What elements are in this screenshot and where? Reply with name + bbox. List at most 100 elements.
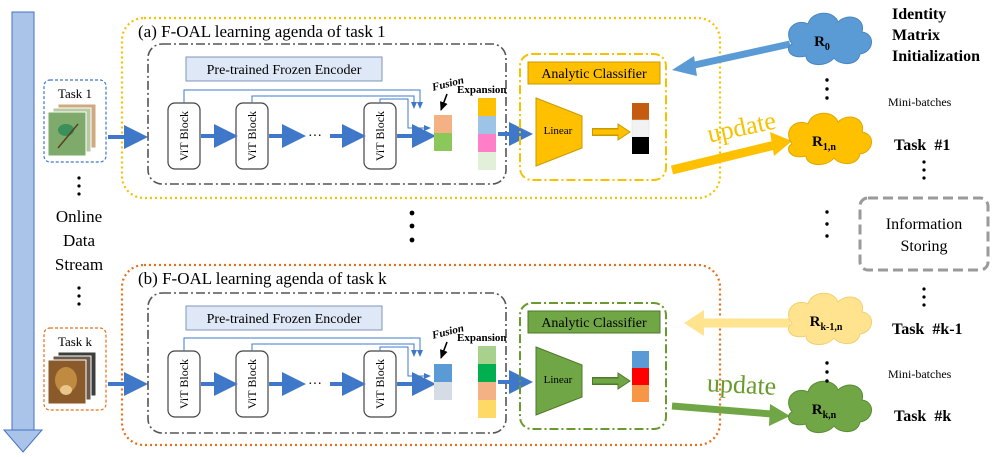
skip-connections-a xyxy=(183,89,431,131)
vit-block-a-3: ViT Block xyxy=(363,102,397,170)
expansion-b-label: Expansion xyxy=(457,332,507,344)
vit-block-b-2-label: ViT Block xyxy=(245,359,259,409)
expansion-a-vector xyxy=(478,98,496,170)
encoder-a-label-box xyxy=(185,56,383,82)
panel-a-frame xyxy=(120,16,722,200)
stream-label-line3: Stream xyxy=(55,255,103,274)
vit-a-ellipsis: ··· xyxy=(308,129,322,144)
stream-label-line1: Online xyxy=(56,207,102,226)
panel-a-title: (a) F-OAL learning agenda of task 1 xyxy=(138,22,386,41)
r0-to-classifier-a-arrowhead xyxy=(672,56,697,76)
vit-block-b-3: ViT Block xyxy=(363,350,397,418)
cloud-r0: R0 xyxy=(788,12,872,65)
encoder-a-label: Pre-trained Frozen Encoder xyxy=(207,63,362,78)
classifier-a-label-box xyxy=(527,61,661,85)
skip-connections-b xyxy=(183,337,431,379)
fusion-a-arrow xyxy=(440,93,448,111)
fusion-b-vector xyxy=(434,364,452,400)
classifier-b-frame xyxy=(519,302,667,430)
panel-b-to-rkn-arrow xyxy=(671,402,773,418)
information-storing-line2: Storing xyxy=(900,238,947,255)
task-k-label: Task k xyxy=(58,334,93,349)
fusion-a-vector xyxy=(434,115,452,151)
task-1-images xyxy=(47,103,97,157)
task-k-minus-1-right-label: Task #k-1 xyxy=(892,321,963,338)
encoder-b-label-box xyxy=(185,305,383,331)
vit-block-a-1-label: ViT Block xyxy=(177,111,191,161)
classifier-a-frame xyxy=(519,53,667,181)
cloud-r1n-sub: 1,n xyxy=(823,142,837,153)
information-storing-line1: Information xyxy=(886,216,962,233)
linear-a-trapezoid xyxy=(535,97,583,167)
identity-label-line1: Identity xyxy=(892,6,946,23)
vit-block-a-2: ViT Block xyxy=(235,102,269,170)
linear-a-label: Linear xyxy=(544,125,573,137)
stream-label-line2: Data xyxy=(63,231,96,250)
vit-block-b-1: ViT Block xyxy=(167,350,201,418)
cloud-rk1n: Rk-1,n xyxy=(788,292,872,345)
cloud-r0-main: R xyxy=(814,34,825,50)
cloud-dots-1 xyxy=(825,78,829,100)
online-data-stream-arrow xyxy=(2,11,44,453)
vit-b-ellipsis: ··· xyxy=(308,377,322,392)
vit-block-b-2: ViT Block xyxy=(235,350,269,418)
stream-vertical-dots-bottom xyxy=(77,286,81,306)
minibatches-label-1: Mini-batches xyxy=(888,95,952,109)
cloud-r1n-main: R xyxy=(812,134,823,150)
classifier-b-label-box xyxy=(527,310,661,334)
vit-block-a-2-label: ViT Block xyxy=(245,111,259,161)
task-1-right-dots xyxy=(922,160,926,180)
linear-b-label: Linear xyxy=(544,374,573,386)
panel-b-to-rkn-arrowhead xyxy=(769,404,790,426)
panel-a-to-r1n-arrow xyxy=(670,140,777,175)
expansion-a-label: Expansion xyxy=(457,84,507,96)
cloud-dots-3 xyxy=(825,361,829,383)
rk1n-to-classifier-b-arrowhead xyxy=(684,310,704,336)
panel-b-frame xyxy=(120,263,722,447)
cloud-r1n: R1,n xyxy=(788,112,872,165)
vit-block-b-3-label: ViT Block xyxy=(373,359,387,409)
panel-b-title: (b) F-OAL learning agenda of task k xyxy=(138,269,387,288)
vit-block-b-1-label: ViT Block xyxy=(177,359,191,409)
task-k1-right-dots xyxy=(922,287,926,307)
output-a-vector xyxy=(631,103,650,154)
panel-gap-dots xyxy=(409,210,415,243)
update-a-label: update xyxy=(705,106,779,149)
encoder-b-frame xyxy=(147,292,507,434)
cloud-rk1n-sub: k-1,n xyxy=(820,322,842,333)
task-1-box: Task 1 xyxy=(43,79,107,163)
vit-block-a-3-label: ViT Block xyxy=(373,111,387,161)
update-b-label: update xyxy=(706,368,777,401)
fusion-b-arrow xyxy=(440,341,448,359)
identity-label-line2: Matrix xyxy=(892,27,940,44)
panel-a-to-r1n-arrowhead xyxy=(770,132,792,156)
output-b-vector xyxy=(632,351,649,402)
classifier-b-label: Analytic Classifier xyxy=(541,316,647,331)
svg-text:Rk,n: Rk,n xyxy=(812,402,837,421)
information-storing-box xyxy=(858,196,990,272)
task-k-images xyxy=(47,351,97,405)
expansion-b-vector xyxy=(478,346,496,418)
task-1-right-label: Task #1 xyxy=(894,137,950,154)
classifier-a-label: Analytic Classifier xyxy=(541,67,647,82)
encoder-a-frame xyxy=(147,43,507,185)
cloud-rkn-main: R xyxy=(812,402,823,418)
task-k-box: Task k xyxy=(43,327,107,411)
linear-b-output-arrowhead xyxy=(617,372,631,390)
identity-label-line3: Initialization xyxy=(892,48,980,65)
linear-a-output-arrowhead xyxy=(617,123,631,141)
cloud-rkn-sub: k,n xyxy=(823,410,837,421)
svg-text:R0: R0 xyxy=(814,34,830,53)
r0-to-classifier-a-arrow xyxy=(689,40,791,70)
vit-block-a-1: ViT Block xyxy=(167,102,201,170)
task-1-label: Task 1 xyxy=(58,86,92,101)
cloud-r0-sub: 0 xyxy=(825,42,830,53)
svg-text:Rk-1,n: Rk-1,n xyxy=(810,314,843,333)
cloud-rkn: Rk,n xyxy=(788,380,872,433)
svg-text:R1,n: R1,n xyxy=(812,134,836,153)
minibatches-label-2: Mini-batches xyxy=(888,367,952,381)
encoder-b-label: Pre-trained Frozen Encoder xyxy=(207,312,362,327)
linear-b-trapezoid xyxy=(535,346,583,416)
stream-vertical-dots-top xyxy=(77,176,81,196)
cloud-rk1n-main: R xyxy=(810,314,821,330)
